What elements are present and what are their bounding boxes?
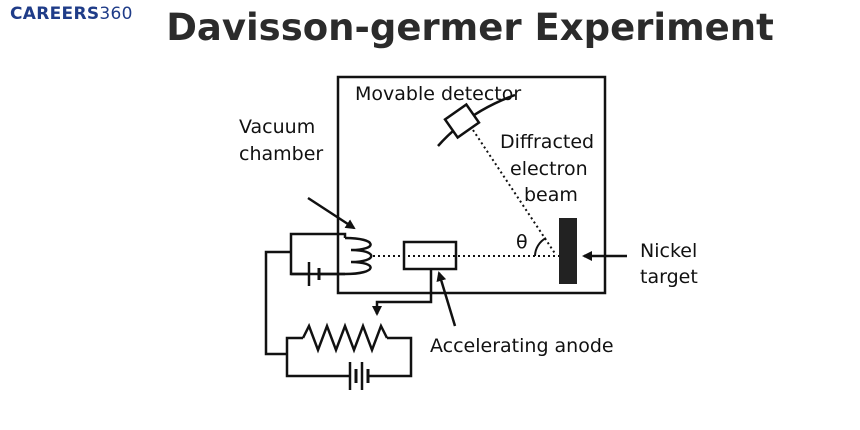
label-diffracted-1: Diffracted bbox=[500, 131, 594, 153]
label-movable-detector: Movable detector bbox=[355, 83, 521, 105]
main-circuit-left-wire bbox=[264, 250, 291, 356]
careers360-logo[interactable]: CAREERS360 bbox=[10, 4, 133, 24]
label-vacuum-1: Vacuum bbox=[239, 116, 315, 138]
movable-detector bbox=[443, 102, 481, 140]
diffracted-beam bbox=[472, 129, 557, 256]
label-vacuum-2: chamber bbox=[239, 143, 323, 165]
anode-pointer bbox=[436, 271, 457, 327]
logo-text: CAREERS bbox=[10, 4, 100, 24]
logo-number: 360 bbox=[99, 4, 133, 24]
label-theta: θ bbox=[516, 231, 528, 253]
label-nickel-2: target bbox=[640, 266, 698, 288]
vacuum-chamber bbox=[336, 75, 607, 295]
label-diffracted-2: electron bbox=[510, 158, 588, 180]
label-nickel-1: Nickel bbox=[640, 240, 697, 262]
variable-resistor bbox=[301, 322, 389, 354]
filament-coil bbox=[344, 236, 373, 276]
theta-arc bbox=[534, 237, 547, 257]
page-title: Davisson-germer Experiment bbox=[166, 6, 774, 49]
potentiometer-loop bbox=[285, 336, 413, 378]
vacuum-pointer bbox=[307, 196, 356, 230]
label-diffracted-3: beam bbox=[524, 184, 578, 206]
nickel-target bbox=[559, 218, 577, 284]
label-accelerating-anode: Accelerating anode bbox=[430, 335, 614, 357]
wiper-wire bbox=[372, 269, 433, 316]
